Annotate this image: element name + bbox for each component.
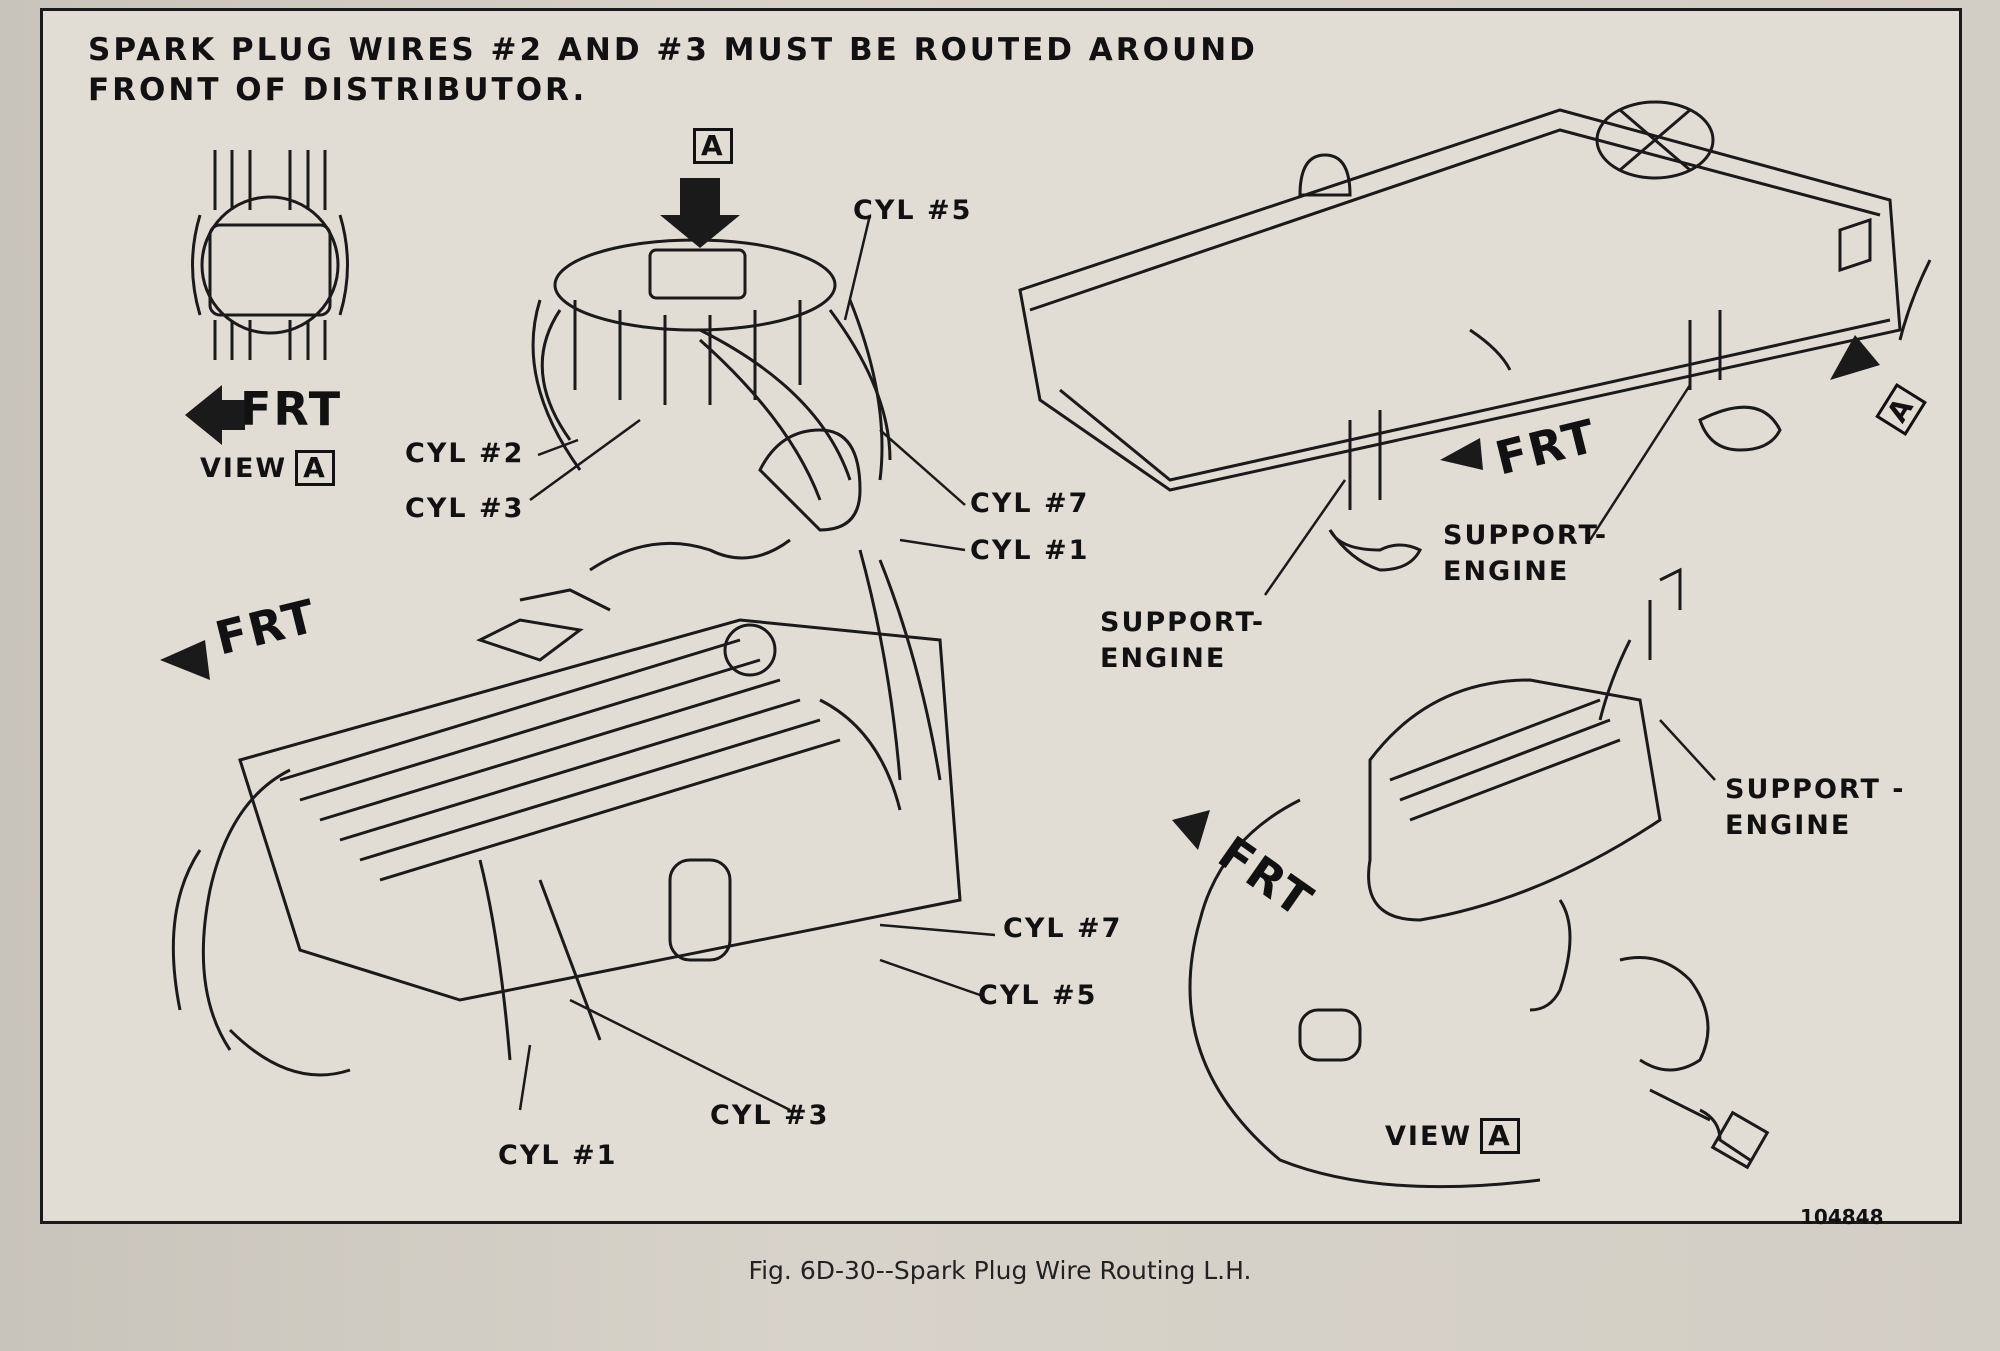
- frt-arrow-engine: [160, 640, 210, 680]
- frt-label-view-a: FRT: [240, 382, 343, 436]
- support-engine-label-1: SUPPORT-ENGINE: [1100, 607, 1266, 674]
- cyl7-top-label: CYL #7: [970, 488, 1090, 519]
- figure-caption: Fig. 6D-30--Spark Plug Wire Routing L.H.: [748, 1256, 1252, 1285]
- distributor-cap-top-view: [191, 150, 349, 360]
- leader-lines: [518, 214, 1716, 1112]
- figure-heading: SPARK PLUG WIRES #2 AND #3 MUST BE ROUTE…: [88, 32, 1258, 108]
- cyl3-bottom-label: CYL #3: [710, 1100, 830, 1131]
- cyl5-top-label: CYL #5: [853, 195, 973, 226]
- cyl3-top-label: CYL #3: [405, 493, 525, 524]
- figure-frame: [40, 8, 1962, 1224]
- view-a-down-arrow: [660, 178, 740, 248]
- view-a-arrow-right: [1830, 335, 1880, 380]
- view-a-detail: [1188, 567, 1770, 1189]
- valve-cover-view: [1018, 100, 1932, 572]
- arrows: [160, 178, 1880, 850]
- support-engine-label-2: SUPPORT-ENGINE: [1443, 520, 1609, 587]
- cyl5-bottom-label: CYL #5: [978, 980, 1098, 1011]
- view-a-callout-box: A: [685, 128, 733, 164]
- engine-assembly: [171, 238, 962, 1077]
- frt-arrow-valve-cover: [1440, 438, 1483, 470]
- support-engine-label-3: SUPPORT -ENGINE: [1725, 774, 1906, 841]
- cyl2-label: CYL #2: [405, 438, 525, 469]
- cyl1-bottom-label: CYL #1: [498, 1140, 618, 1171]
- cyl1-top-label: CYL #1: [970, 535, 1090, 566]
- frt-arrow-detail: [1172, 810, 1210, 850]
- frt-arrow-view-a: [185, 385, 245, 445]
- cyl7-bottom-label: CYL #7: [1003, 913, 1123, 944]
- part-number: 104848: [1800, 1205, 1884, 1229]
